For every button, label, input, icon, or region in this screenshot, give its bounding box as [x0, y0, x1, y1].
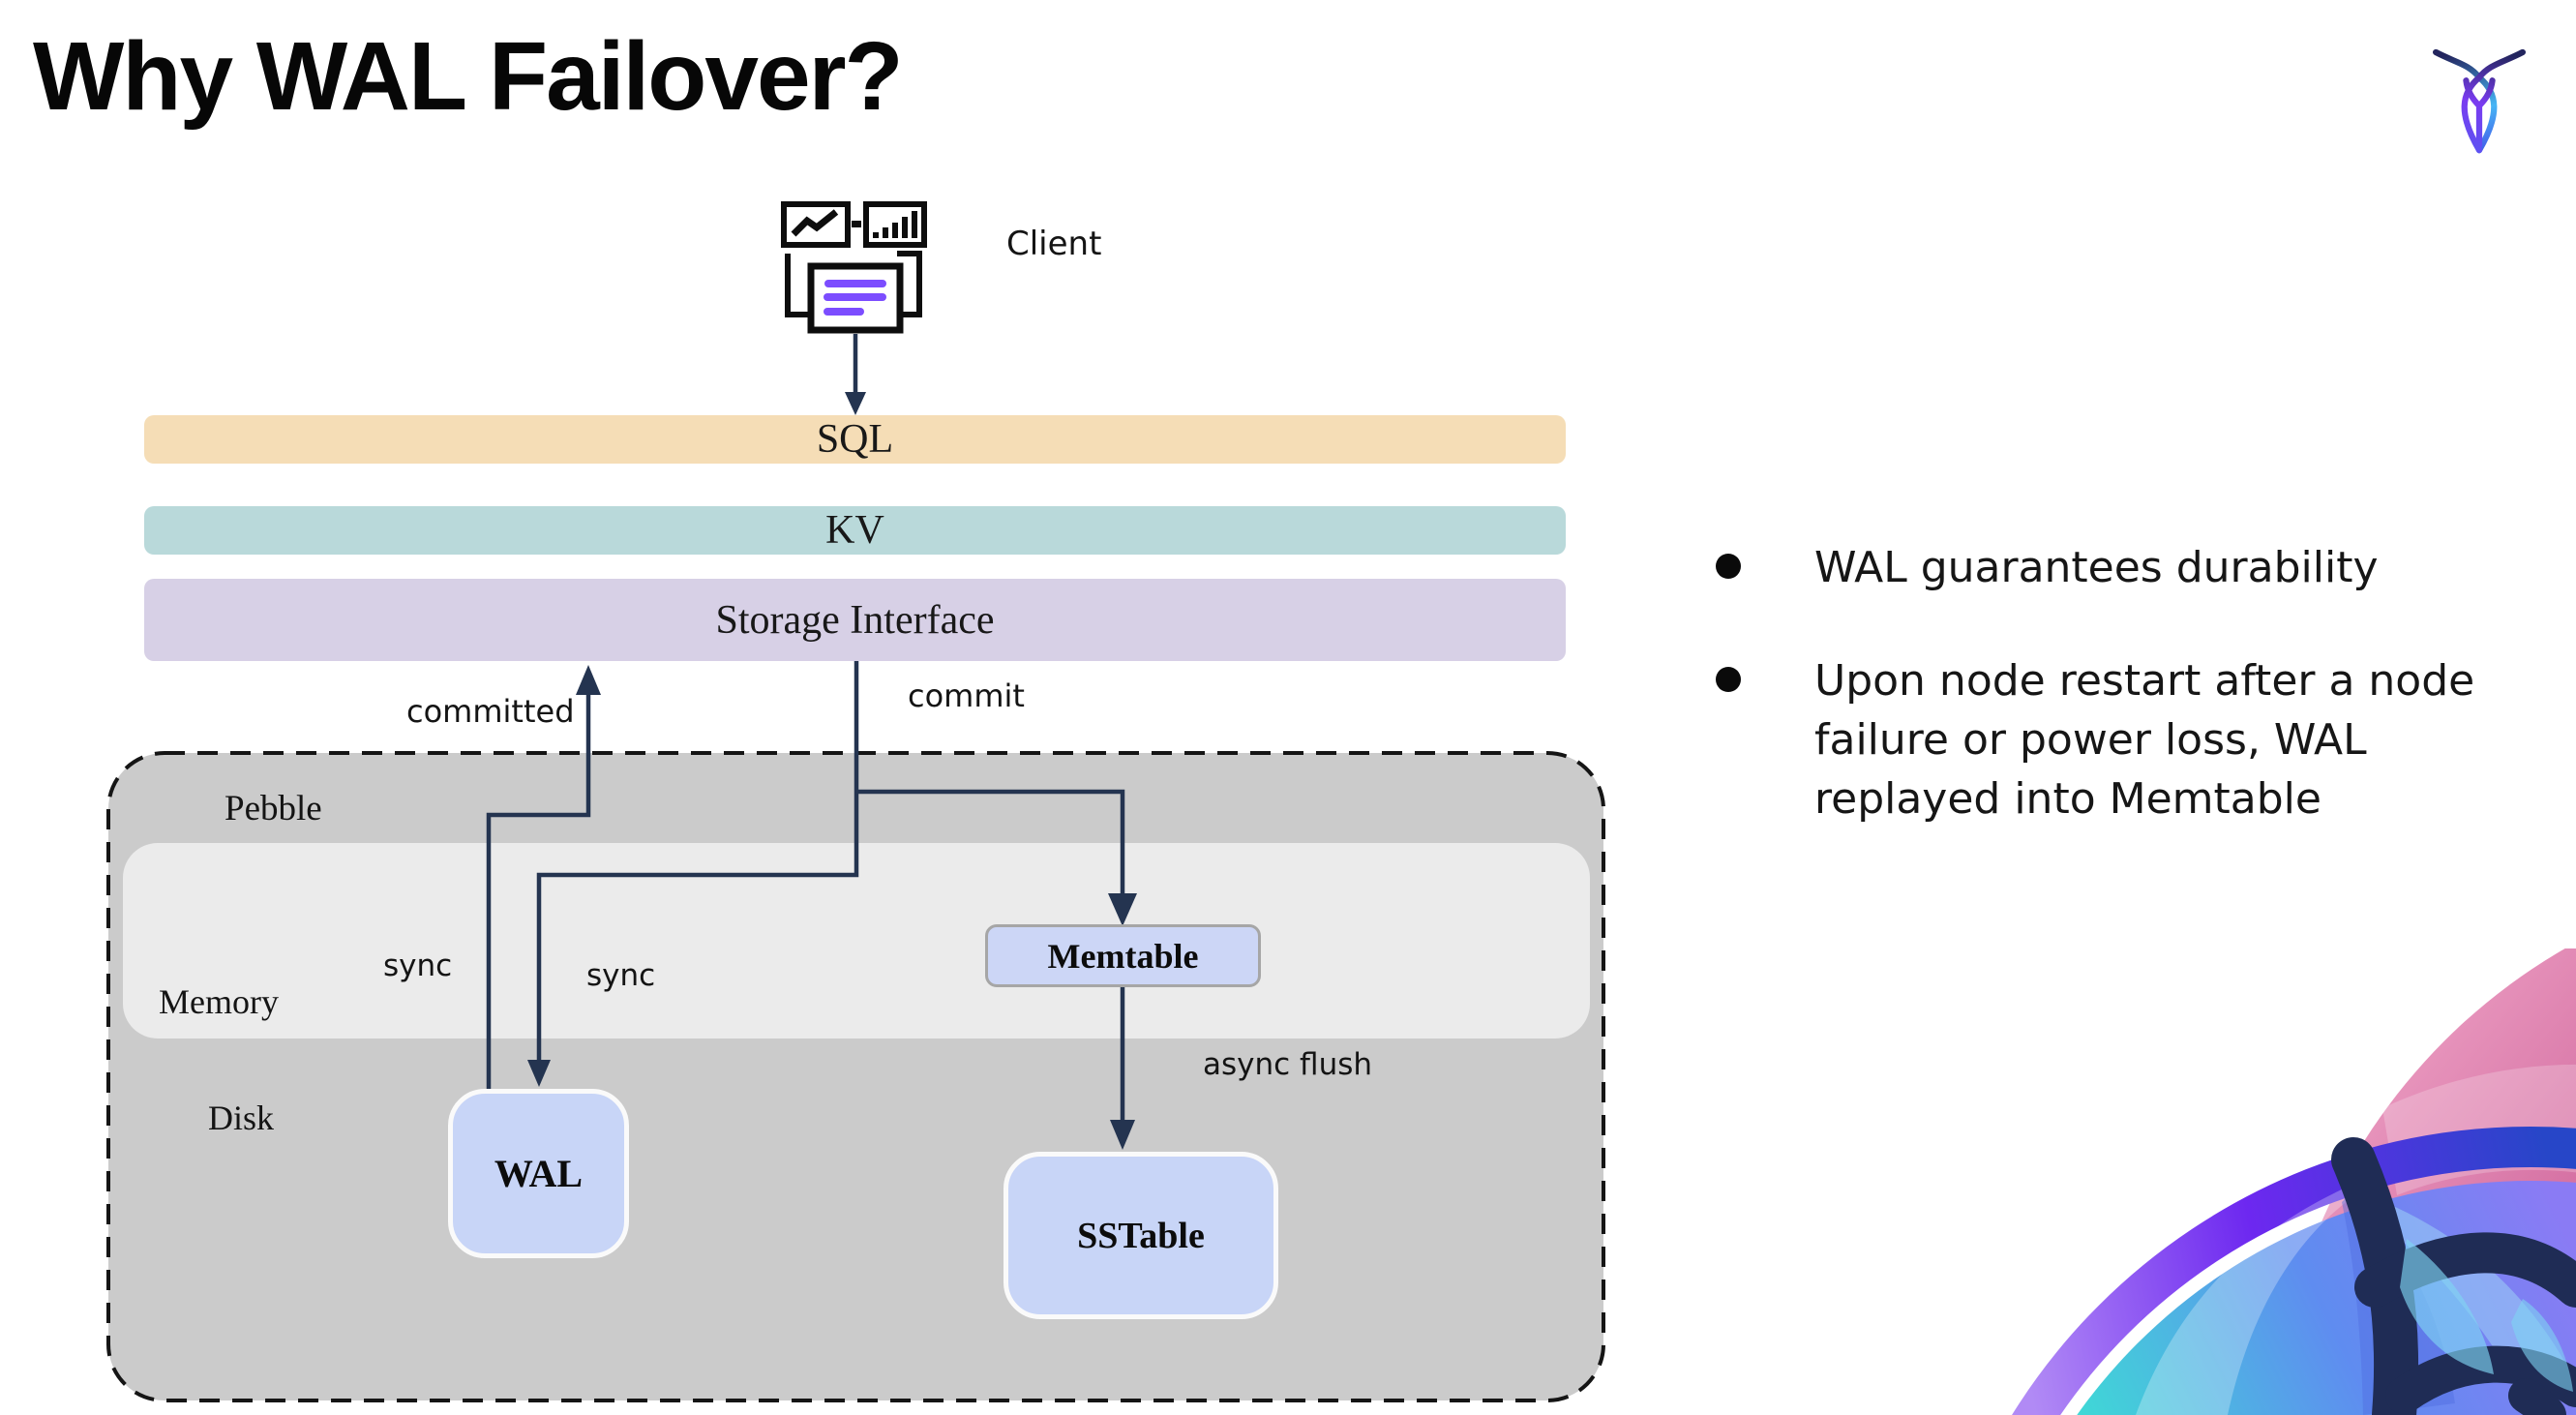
- disk-label: Disk: [208, 1099, 275, 1137]
- node-wal: WAL: [448, 1089, 629, 1258]
- client-icon: [781, 201, 927, 334]
- edge-label-async-flush: async flush: [1203, 1047, 1373, 1082]
- edge-label-committed: committed: [406, 693, 575, 730]
- client-label: Client: [1006, 225, 1102, 263]
- pebble-label: Pebble: [225, 789, 322, 828]
- node-sstable: SSTable: [1003, 1152, 1278, 1319]
- line-chart-icon: [781, 201, 851, 248]
- edge-label-commit: commit: [908, 677, 1025, 714]
- arrow-commit-to-wal: [536, 661, 859, 1061]
- bullet-list: WAL guarantees durability Upon node rest…: [1699, 538, 2551, 883]
- diagram-arrows: [486, 334, 1125, 1121]
- memory-label: Memory: [159, 982, 279, 1021]
- layer-bar-kv: KV: [144, 506, 1566, 555]
- cockroachdb-logo-icon: [2433, 48, 2526, 154]
- layer-bar-storage-interface: Storage Interface: [144, 579, 1566, 661]
- arrow-commit-to-memtable: [856, 789, 1125, 894]
- bullet-dot-icon: [1716, 667, 1741, 692]
- node-memtable: Memtable: [985, 924, 1261, 987]
- layer-bar-sql: SQL: [144, 415, 1566, 464]
- bullet-text: Upon node restart after a node failure o…: [1814, 656, 2475, 824]
- bullet-item: Upon node restart after a node failure o…: [1699, 651, 2551, 828]
- bullet-text: WAL guarantees durability: [1814, 543, 2379, 592]
- bullet-item: WAL guarantees durability: [1699, 538, 2551, 597]
- page-title: Why WAL Failover?: [33, 22, 904, 131]
- bullet-dot-icon: [1716, 554, 1741, 579]
- cockroachdb-brand-art-graphic: [2012, 948, 2576, 1415]
- arrow-heads: [527, 392, 1137, 1150]
- edge-label-sync-right: sync: [586, 958, 656, 993]
- arrow-wal-committed-up: [486, 695, 591, 1089]
- edge-label-sync-left: sync: [383, 948, 453, 983]
